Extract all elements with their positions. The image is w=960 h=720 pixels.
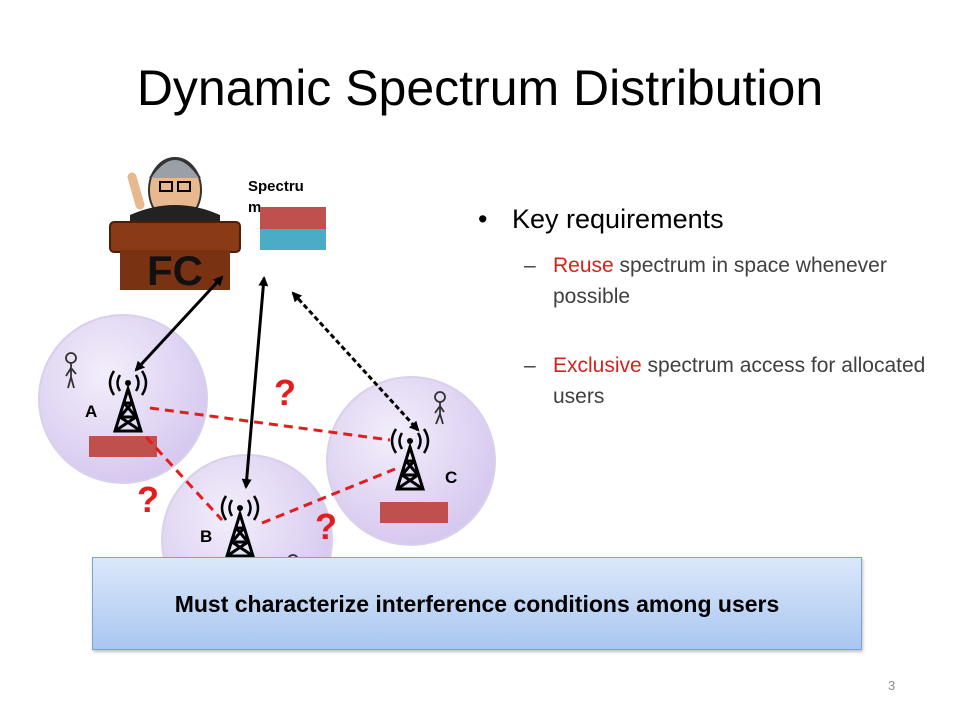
question-mark-ab: ? (137, 479, 159, 520)
interference-b-c (261, 467, 396, 525)
dash-icon: – (524, 254, 536, 277)
question-mark-bc: ? (315, 506, 337, 547)
link-fcc-c (291, 291, 420, 432)
sub-bullet-reuse: – Reuse spectrum in space whenever possi… (474, 250, 944, 312)
slide-title: Dynamic Spectrum Distribution (136, 60, 824, 116)
page-number: 3 (888, 678, 896, 693)
radio-tower-icon (390, 428, 430, 491)
dash-icon: – (524, 354, 536, 377)
node-label-b: B (200, 527, 213, 546)
spectrum-label-text: Spectru m (248, 178, 304, 216)
interference-a-c (149, 406, 391, 442)
node-label-c: C (445, 468, 458, 487)
svg-text:FC: FC (147, 247, 203, 294)
radio-tower-icon (220, 495, 260, 558)
sub-bullet-reuse-text: spectrum in space whenever possible (553, 254, 887, 308)
sub-bullet-exclusive-text: spectrum access for allocated users (553, 354, 926, 408)
fcc-judge-icon: FC (109, 157, 241, 294)
requirements-list: • Key requirements – Reuse spectrum in s… (474, 200, 944, 412)
sub-bullet-exclusive: – Exclusive spectrum access for allocate… (474, 350, 944, 412)
interference-a-b (144, 435, 224, 522)
radio-tower-icon (108, 370, 148, 433)
spectrum-label: Spectru m (248, 176, 338, 218)
highlight-exclusive: Exclusive (553, 354, 642, 377)
bullet-main: • Key requirements (474, 200, 944, 238)
person-icon (65, 352, 77, 389)
spectrum-block-c (380, 502, 448, 523)
link-fcc-a (134, 275, 224, 372)
question-mark-ac: ? (274, 372, 296, 413)
person-icon (434, 391, 446, 425)
spectrum-block-a (89, 436, 157, 457)
conclusion-text: Must characterize interference condition… (174, 590, 780, 617)
conclusion-banner: Must characterize interference condition… (92, 557, 862, 650)
bullet-main-text: Key requirements (512, 204, 724, 234)
bullet-dot-icon: • (478, 204, 488, 234)
highlight-reuse: Reuse (553, 254, 614, 277)
node-label-a: A (85, 402, 98, 421)
cell-a (38, 314, 208, 484)
spectrum-band-blue (260, 229, 326, 250)
spectrum-band-red (260, 207, 326, 229)
link-fcc-b (241, 276, 269, 489)
